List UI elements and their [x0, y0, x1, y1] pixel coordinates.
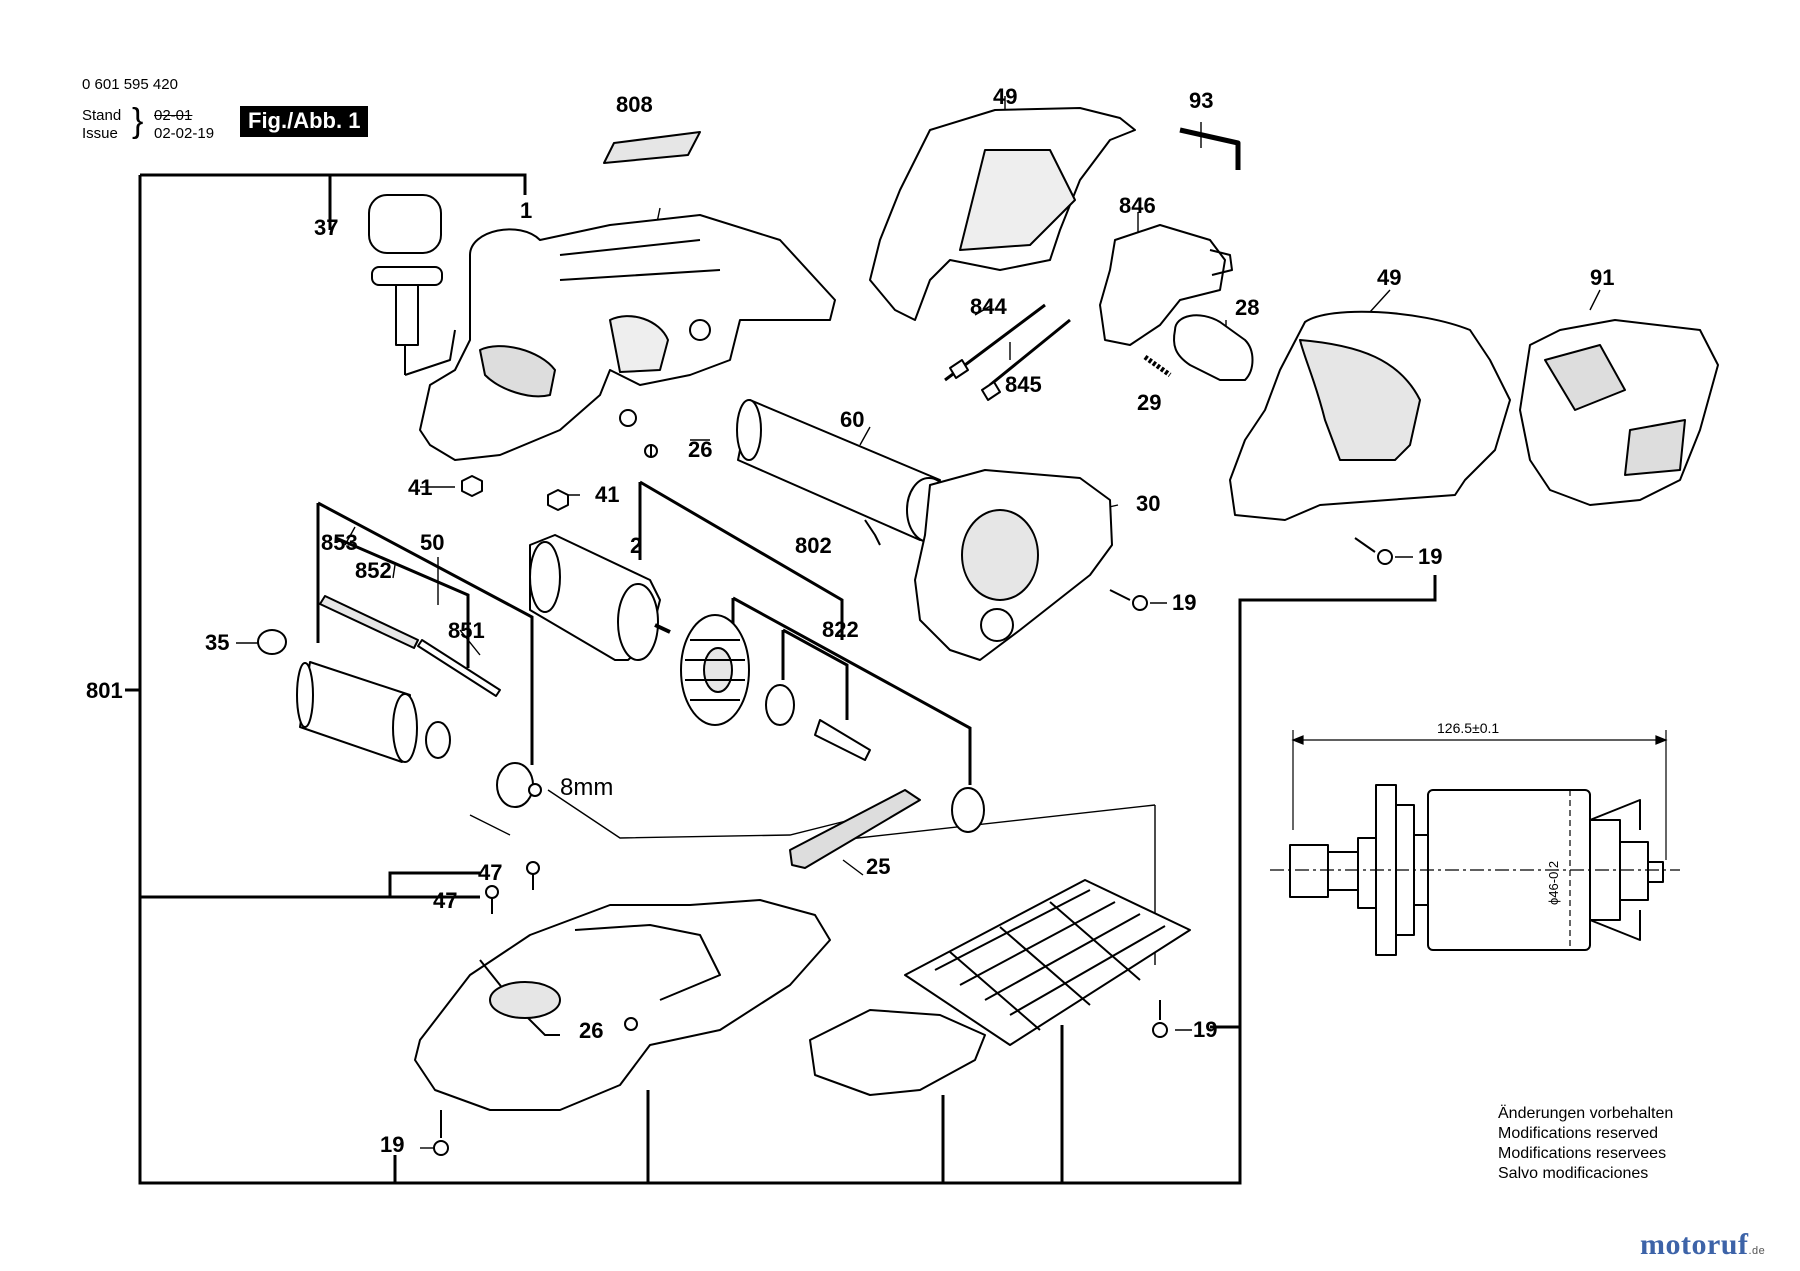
callout-49a: 49 — [993, 84, 1017, 109]
callout-41b: 41 — [595, 482, 619, 507]
callout-19d: 19 — [1193, 1017, 1217, 1042]
callout-50: 50 — [420, 530, 444, 555]
nut-41b — [547, 489, 569, 511]
bearing — [765, 684, 795, 726]
bracket-part — [809, 1009, 986, 1096]
brand-name: motoruf — [1640, 1228, 1749, 1261]
callout-844: 844 — [970, 294, 1007, 319]
callout-28: 28 — [1235, 295, 1259, 320]
hex-key-93 — [1179, 127, 1241, 170]
knob-37 — [368, 194, 456, 376]
callout-822: 822 — [822, 617, 859, 642]
screw-47b — [485, 885, 499, 914]
strip-852 — [319, 595, 419, 649]
callout-30: 30 — [1136, 491, 1160, 516]
sticker-808 — [603, 131, 701, 164]
roller-drum — [296, 661, 451, 763]
callout-846: 846 — [1119, 193, 1156, 218]
callout-35: 35 — [205, 630, 229, 655]
callout-47b: 47 — [433, 888, 457, 913]
pulley-8mm — [496, 762, 534, 808]
brand-tld: .de — [1748, 1245, 1766, 1257]
housing-1 — [419, 214, 836, 461]
issue-label: Issue — [82, 125, 118, 142]
issue-value: 02-02-19 — [154, 125, 215, 142]
callout-26a: 26 — [688, 437, 712, 462]
pulley-2 — [951, 787, 985, 833]
note-line: Änderungen vorbehalten — [1498, 1105, 1674, 1122]
stand-label: Stand — [82, 107, 122, 124]
bracket-47 — [140, 871, 480, 899]
nut-41a — [461, 475, 483, 497]
callout-93: 93 — [1189, 88, 1213, 113]
callout-853: 853 — [321, 530, 358, 555]
base-housing — [414, 899, 831, 1111]
callout-852: 852 — [355, 558, 392, 583]
callout-19b: 19 — [1172, 590, 1196, 615]
callout-47a: 47 — [478, 860, 502, 885]
motor-2 — [529, 534, 671, 661]
fan-822 — [680, 614, 750, 726]
strip-851 — [417, 639, 501, 697]
callout-1: 1 — [520, 198, 532, 223]
part-number: 0 601 595 420 — [82, 76, 178, 93]
callout-41a: 41 — [408, 475, 432, 500]
note-line: Modifications reservees — [1498, 1145, 1667, 1162]
callout-802: 802 — [795, 533, 832, 558]
brace-glyph: } — [132, 102, 144, 140]
screw-19a — [1354, 537, 1393, 565]
note-line: Modifications reserved — [1498, 1125, 1659, 1142]
callout-808: 808 — [616, 92, 653, 117]
callout-2: 2 — [630, 533, 642, 558]
battery-91 — [1519, 319, 1719, 506]
brand-logo: motoruf.de — [1640, 1228, 1765, 1262]
callout-845: 845 — [1005, 372, 1042, 397]
bearing-35 — [257, 629, 287, 655]
callout-26b: 26 — [579, 1018, 603, 1043]
note-line: Salvo modificaciones — [1498, 1165, 1649, 1182]
screw-47a — [526, 861, 540, 890]
dimension-diameter: ϕ46-0.2 — [1546, 861, 1561, 905]
callout-91: 91 — [1590, 265, 1614, 290]
dimension-length: 126.5±0.1 — [1437, 720, 1499, 736]
callout-60: 60 — [840, 407, 864, 432]
callout-19c: 19 — [380, 1132, 404, 1157]
cable-tie-845 — [989, 318, 1071, 387]
figure-badge: Fig./Abb. 1 — [240, 106, 369, 137]
switch-846 — [1099, 224, 1226, 346]
screw-19b — [1109, 589, 1148, 611]
callout-851: 851 — [448, 618, 485, 643]
pinion-shaft — [814, 719, 871, 761]
belt-25 — [789, 789, 921, 869]
spring-29 — [1143, 354, 1172, 378]
capacitor-28 — [1172, 314, 1254, 381]
callout-29: 29 — [1137, 390, 1161, 415]
stand-value: 02-01 — [154, 107, 193, 124]
callout-25: 25 — [866, 854, 890, 879]
callout-49b: 49 — [1377, 265, 1401, 290]
frame-top-line — [140, 173, 527, 195]
screw-26a — [644, 444, 658, 458]
screw-19d — [433, 1110, 449, 1156]
frame-outer-line — [138, 175, 1437, 1185]
callout-19a: 19 — [1418, 544, 1442, 569]
modification-notes: Änderungen vorbehalten Modifications res… — [1498, 1104, 1673, 1184]
callout-801: 801 — [86, 678, 123, 703]
base-plate — [904, 879, 1191, 1046]
callout-8mm: 8mm — [560, 774, 613, 801]
callout-37: 37 — [314, 215, 338, 240]
screw-19c — [1152, 1000, 1168, 1038]
